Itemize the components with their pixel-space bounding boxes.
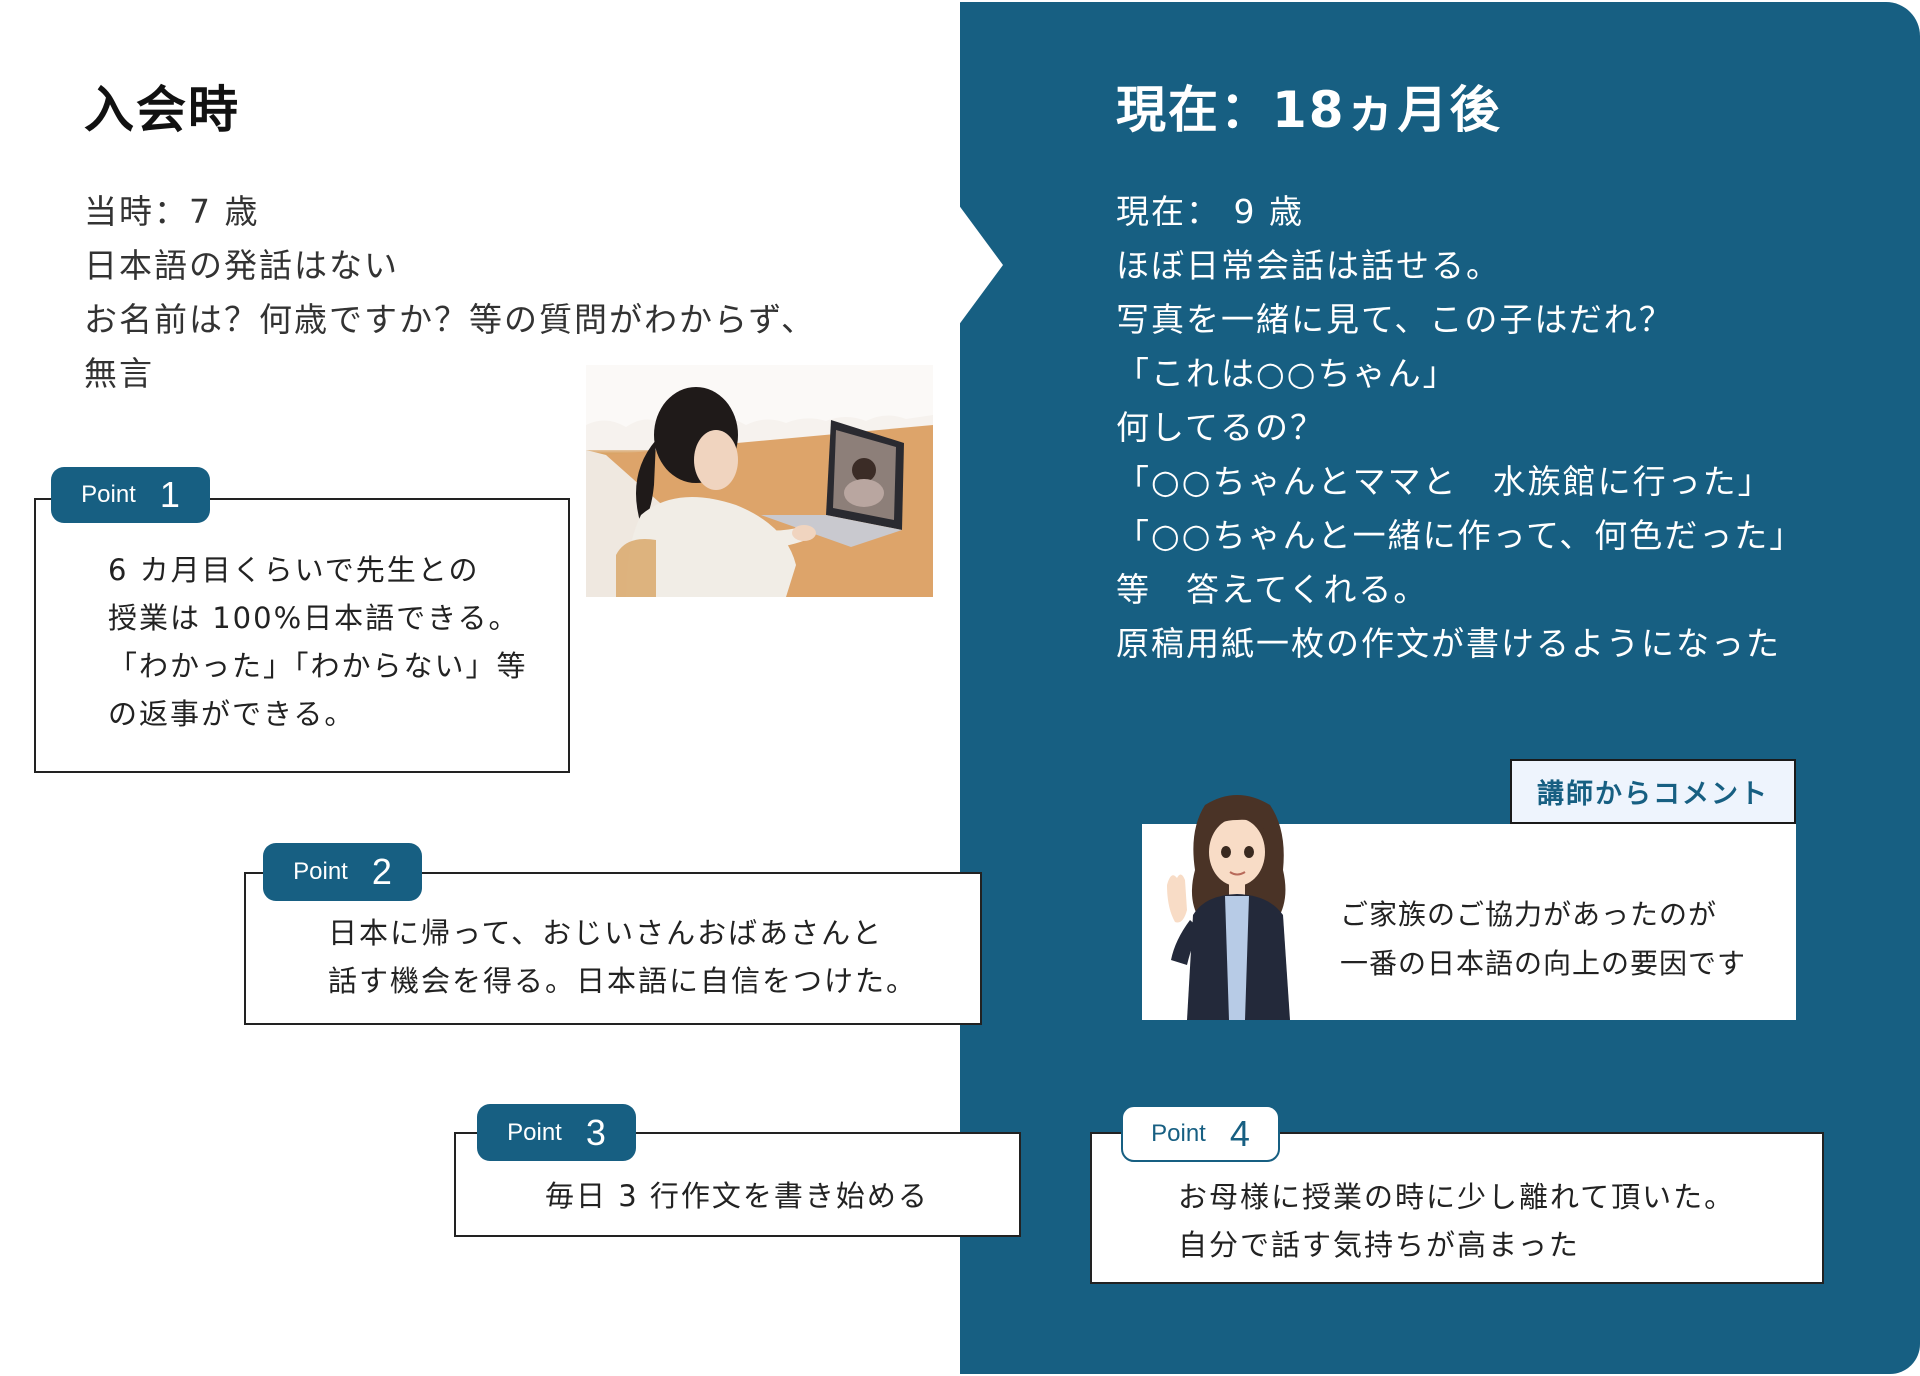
point-line: 「わかった」「わからない」等 <box>108 649 528 683</box>
point-2-tab: Point 2 <box>263 843 422 901</box>
teacher-comment-text: ご家族のご協力があったのが 一番の日本語の向上の要因です <box>1340 890 1746 988</box>
point-3-text: 毎日 3 行作文を書き始める <box>545 1172 929 1220</box>
right-line: 「これは○○ちゃん」 <box>1116 354 1458 393</box>
point-label: Point <box>81 481 136 508</box>
photo-illustration-icon <box>586 365 933 597</box>
right-line: 「○○ちゃんとママと 水族館に行った」 <box>1116 462 1773 501</box>
left-line: 当時：7 歳 <box>84 192 260 231</box>
point-3-tab: Point 3 <box>477 1104 636 1161</box>
right-line: 原稿用紙一枚の作文が書けるようになった <box>1116 624 1781 663</box>
right-description: 現在： 9 歳 ほぼ日常会話は話せる。 写真を一緒に見て、この子はだれ？ 「これ… <box>1116 185 1804 671</box>
point-line: 6 カ月目くらいで先生との <box>108 553 480 587</box>
girl-online-lesson-photo <box>586 365 933 597</box>
left-description: 当時：7 歳 日本語の発話はない お名前は？何歳ですか？等の質問がわからず、 無… <box>84 185 816 401</box>
right-title: 現在：18ヵ月後 <box>1116 81 1502 139</box>
point-line: の返事ができる。 <box>108 697 356 731</box>
point-number: 1 <box>159 474 180 515</box>
point-label: Point <box>1151 1119 1206 1147</box>
teacher-avatar-icon <box>1167 795 1290 1020</box>
point-line: 日本に帰って、おじいさんおばあさんと <box>328 916 884 950</box>
left-line: 日本語の発話はない <box>84 246 399 285</box>
point-number: 4 <box>1229 1112 1250 1154</box>
point-line: 自分で話す気持ちが高まった <box>1178 1228 1580 1262</box>
right-line: 現在： 9 歳 <box>1116 192 1304 231</box>
point-label: Point <box>507 1118 562 1146</box>
left-line: 無言 <box>84 354 154 393</box>
left-line: お名前は？何歳ですか？等の質問がわからず、 <box>84 300 817 339</box>
point-number: 2 <box>371 851 392 892</box>
point-4-tab: Point 4 <box>1121 1105 1280 1162</box>
arrow-notch-icon <box>958 204 1003 326</box>
point-2-text: 日本に帰って、おじいさんおばあさんと 話す機会を得る。日本語に自信をつけた。 <box>328 909 917 1005</box>
point-line: 授業は 100%日本語できる。 <box>108 601 520 635</box>
right-line: ほぼ日常会話は話せる。 <box>1116 246 1501 285</box>
left-title: 入会時 <box>84 81 240 139</box>
comment-line: 一番の日本語の向上の要因です <box>1340 947 1747 980</box>
right-line: 写真を一緒に見て、この子はだれ？ <box>1116 300 1674 339</box>
right-line: 何してるの？ <box>1116 408 1326 447</box>
point-line: 話す機会を得る。日本語に自信をつけた。 <box>328 964 918 998</box>
comment-line: ご家族のご協力があったのが <box>1340 898 1718 931</box>
point-1-box <box>34 498 570 773</box>
point-number: 3 <box>585 1111 606 1153</box>
point-line: お母様に授業の時に少し離れて頂いた。 <box>1178 1180 1736 1214</box>
point-label: Point <box>293 858 348 885</box>
point-1-tab: Point 1 <box>51 467 210 523</box>
point-4-text: お母様に授業の時に少し離れて頂いた。 自分で話す気持ちが高まった <box>1178 1173 1735 1269</box>
teacher-comment-label: 講師からコメント <box>1510 759 1796 824</box>
right-line: 「○○ちゃんと一緒に作って、何色だった」 <box>1116 516 1805 555</box>
point-line: 毎日 3 行作文を書き始める <box>545 1179 929 1213</box>
point-1-text: 6 カ月目くらいで先生との 授業は 100%日本語できる。 「わかった」「わから… <box>108 546 528 738</box>
right-line: 等 答えてくれる。 <box>1116 570 1429 609</box>
